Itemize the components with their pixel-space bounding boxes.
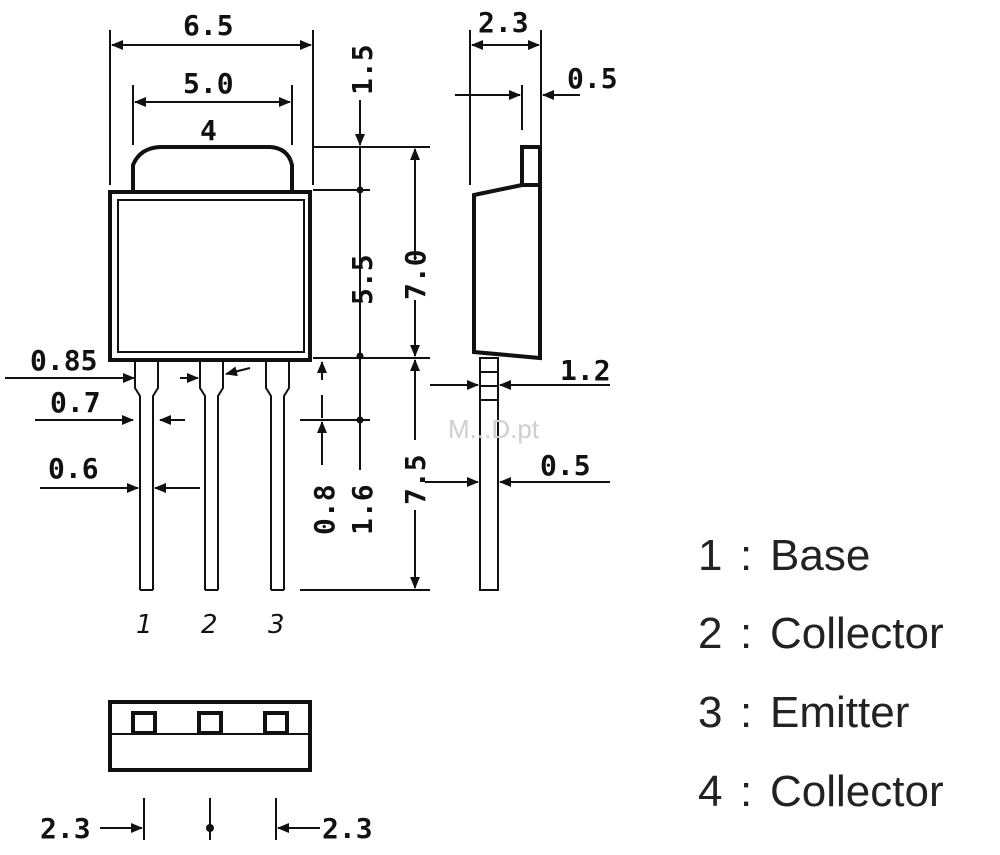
legend-label: Collector: [770, 609, 944, 658]
side-body: [472, 183, 542, 361]
legend-num: 3: [698, 688, 722, 737]
dim-label-tab-width: 5.0: [183, 67, 234, 100]
bottom-pad-1: [131, 711, 157, 735]
dim-label-side-tab: 0.5: [567, 62, 618, 95]
legend-item-emitter: 3 : Emitter: [698, 688, 909, 737]
pin-label-1: 1: [136, 610, 153, 640]
pin-label-3: 3: [268, 610, 285, 640]
front-view: 1 2 3 6.5 5.0 4: [5, 9, 432, 640]
dim-label-lead-0-6: 0.6: [48, 452, 99, 485]
legend-item-collector: 2 : Collector: [698, 609, 944, 658]
dim-lead-length: 7.5: [399, 359, 432, 589]
dim-total-height: 7.0: [399, 148, 432, 357]
lead-2: [199, 360, 224, 591]
dim-label-side-lead-lower: 0.5: [540, 449, 591, 482]
dim-label-body-height: 5.5: [346, 254, 379, 305]
side-tab: [520, 145, 542, 187]
dim-side-lead-lower: 0.5: [425, 449, 610, 487]
dim-overall-width: 6.5: [109, 9, 314, 185]
body-outline: [108, 190, 312, 362]
legend-num: 1: [698, 531, 722, 580]
dim-lead-0-6: 0.6: [40, 452, 200, 493]
dim-tab-height: 1.5: [346, 44, 379, 194]
dim-label-lead-0-85: 0.85: [30, 344, 97, 377]
legend-item-collector-tab: 4 : Collector: [698, 767, 944, 816]
dim-label-pitch-left: 2.3: [40, 812, 91, 845]
dim-lead-0-7: 0.7: [35, 386, 185, 425]
pin-legend: 1 : Base 2 : Collector 3 : Emitter 4 : C…: [698, 531, 944, 816]
lead-1: [134, 360, 159, 591]
dim-label-total-height: 7.0: [399, 249, 432, 300]
dim-label-pitch-right: 2.3: [322, 812, 373, 845]
legend-num: 2: [698, 609, 722, 658]
dim-label-tab-height: 1.5: [346, 44, 379, 95]
legend-item-base: 1 : Base: [698, 531, 870, 580]
dim-pitch: 2.3 2.3: [40, 798, 373, 845]
legend-num: 4: [698, 767, 722, 816]
legend-label: Emitter: [770, 688, 909, 737]
dim-side-thickness: 2.3: [469, 6, 542, 185]
dim-lead-0-85: 0.85: [5, 344, 251, 383]
legend-sep: :: [740, 531, 752, 580]
dim-label-side-thickness: 2.3: [478, 6, 529, 39]
side-view: 2.3 0.5 1.2 0.5: [425, 6, 618, 591]
dim-label-overall-width: 6.5: [183, 9, 234, 42]
dim-label-lead-step-0-8: 0.8: [308, 484, 341, 535]
watermark: M...D.pt: [448, 414, 540, 444]
dim-lead-step-1-6: 1.6: [346, 358, 379, 535]
legend-label: Collector: [770, 767, 944, 816]
dim-tab-width: 5.0: [132, 67, 293, 145]
dim-body-height: 5.5: [346, 192, 379, 360]
tab-outline: [131, 145, 294, 192]
dim-label-lead-length: 7.5: [399, 454, 432, 505]
bottom-outline: [108, 700, 312, 772]
side-lead: [479, 357, 499, 591]
dim-side-tab: 0.5: [455, 62, 618, 130]
dim-label-lead-0-7: 0.7: [50, 386, 101, 419]
tab-pin-label: 4: [200, 114, 217, 147]
bottom-pad-2: [197, 711, 223, 735]
legend-sep: :: [740, 688, 752, 737]
dim-label-side-lead-upper: 1.2: [560, 354, 611, 387]
dim-lead-step-0-8: 0.8: [308, 361, 341, 535]
pin-label-2: 2: [201, 610, 218, 640]
dim-label-lead-step-1-6: 1.6: [346, 484, 379, 535]
legend-sep: :: [740, 767, 752, 816]
legend-sep: :: [740, 609, 752, 658]
lead-3: [265, 360, 290, 591]
bottom-pad-3: [263, 711, 289, 735]
bottom-view: 2.3 2.3: [40, 700, 373, 845]
dim-side-lead-upper: 1.2: [430, 354, 611, 390]
body-inner-outline: [117, 199, 305, 353]
legend-label: Base: [770, 531, 870, 580]
